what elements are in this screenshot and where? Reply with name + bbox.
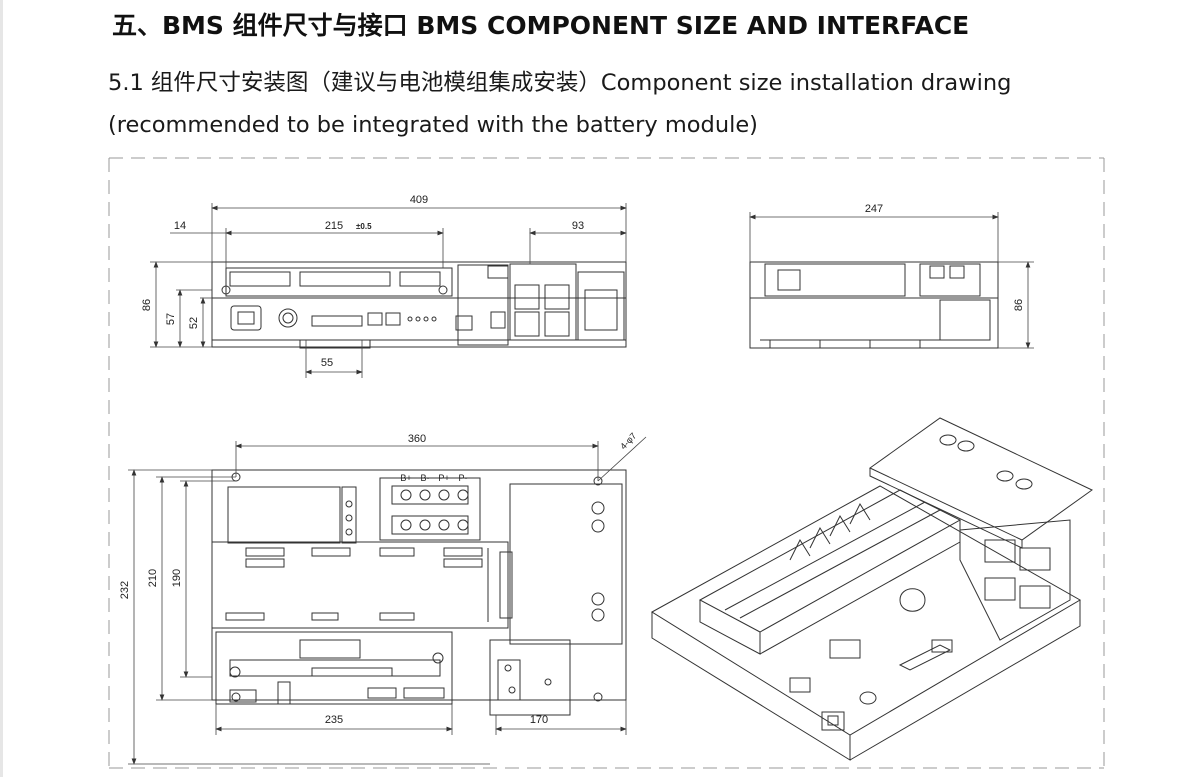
dim-86-side: 86 <box>1013 299 1025 311</box>
dim-57: 57 <box>165 313 177 325</box>
subsection-title: 5.1 组件尺寸安装图（建议与电池模组集成安装）Component size i… <box>108 62 1168 146</box>
top-view-dimensions <box>128 436 647 765</box>
page-edge <box>0 0 3 777</box>
dim-360: 360 <box>408 433 426 445</box>
dim-210: 210 <box>147 569 159 587</box>
side-view-labels: 247 86 <box>865 203 1025 311</box>
subsection-title-line2: (recommended to be integrated with the b… <box>108 112 758 138</box>
isometric-view <box>651 417 1093 761</box>
dim-170: 170 <box>530 714 548 726</box>
dim-55: 55 <box>321 357 333 369</box>
dim-190: 190 <box>171 569 183 587</box>
front-view <box>211 261 627 349</box>
top-view <box>211 469 627 716</box>
dim-247: 247 <box>865 203 883 215</box>
subsection-title-line1: 5.1 组件尺寸安装图（建议与电池模组集成安装）Component size i… <box>108 70 1012 96</box>
drawing-frame <box>108 157 1105 769</box>
dim-14: 14 <box>174 220 186 232</box>
front-view-labels: 409 14 215 ±0.5 93 86 57 52 55 <box>141 194 584 369</box>
dim-93: 93 <box>572 220 584 232</box>
dim-holes: 4-φ7 <box>618 431 638 452</box>
dim-235: 235 <box>325 714 343 726</box>
dim-232: 232 <box>119 581 131 599</box>
terminal-label-p-plus: P+ <box>438 473 449 483</box>
side-view <box>749 261 999 349</box>
top-view-labels: 360 4-φ7 232 210 190 235 170 B+ B- P+ P- <box>119 431 638 726</box>
dim-52: 52 <box>188 317 200 329</box>
terminal-label-b-plus: B+ <box>400 473 411 483</box>
terminal-label-b-minus: B- <box>421 473 430 483</box>
dim-86-front: 86 <box>141 299 153 311</box>
terminal-label-p-minus: P- <box>459 473 468 483</box>
section-heading: 五、BMS 组件尺寸与接口 BMS COMPONENT SIZE AND INT… <box>112 11 970 40</box>
dim-409: 409 <box>410 194 428 206</box>
side-view-dimensions <box>749 212 1034 349</box>
dim-215: 215 <box>325 220 343 232</box>
front-view-dimensions <box>150 203 627 378</box>
dim-215-tolerance: ±0.5 <box>356 222 372 231</box>
